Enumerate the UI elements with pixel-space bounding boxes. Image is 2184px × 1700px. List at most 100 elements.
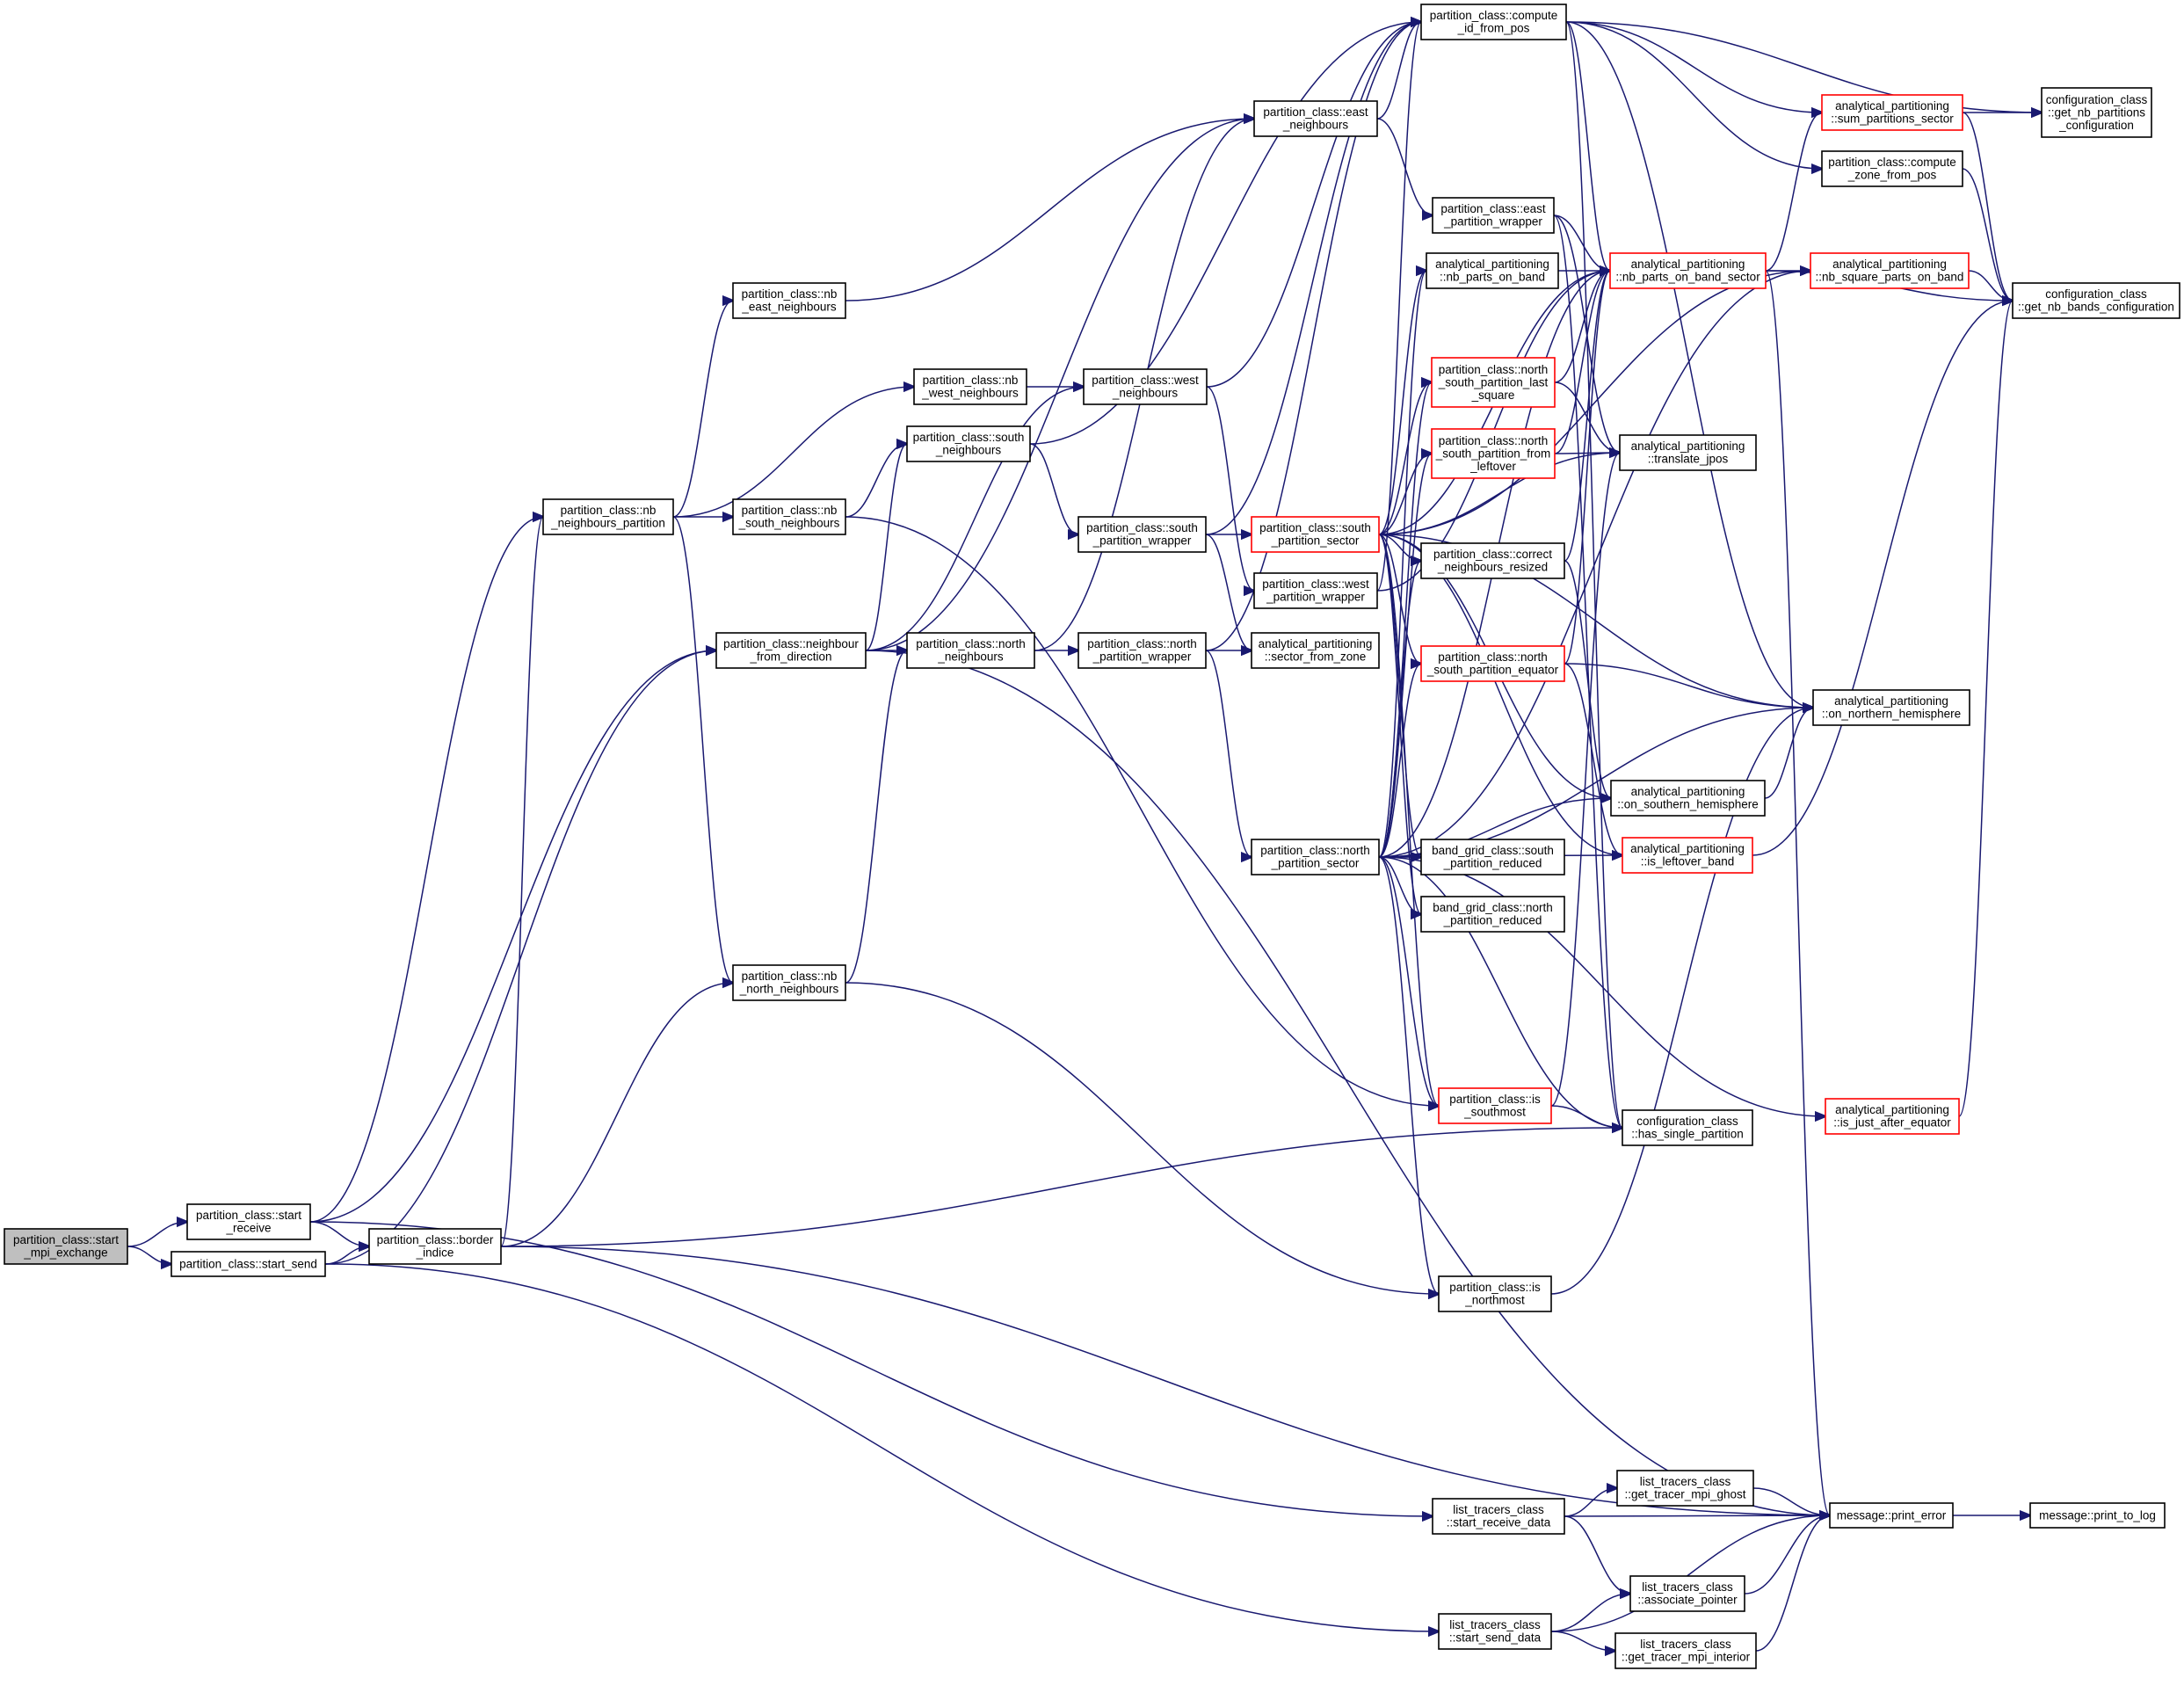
graph-node-sector-from-zone[interactable]: analytical_partitioning::sector_from_zon…	[1251, 632, 1380, 669]
node-label-line: band_grid_class::north	[1433, 901, 1553, 914]
graph-node-east-neighbours[interactable]: partition_class::east_neighbours	[1253, 100, 1378, 137]
call-edge	[127, 1246, 171, 1264]
call-edge	[1206, 22, 1421, 388]
call-edge	[1565, 21, 1622, 1128]
graph-node-start-send-data[interactable]: list_tracers_class::start_send_data	[1438, 1613, 1552, 1650]
call-edge	[500, 517, 543, 1247]
graph-node-north-partition-wrapper[interactable]: partition_class::north_partition_wrapper	[1077, 632, 1207, 669]
graph-node-nb-square-parts-on-band[interactable]: analytical_partitioning::nb_square_parts…	[1810, 252, 1970, 289]
edge-path	[1564, 1515, 1630, 1594]
graph-node-has-single-partition[interactable]: configuration_class::has_single_partitio…	[1622, 1109, 1753, 1146]
node-box	[1812, 689, 1970, 726]
graph-node-west-neighbours[interactable]: partition_class::west_neighbours	[1083, 368, 1208, 405]
node-label-line: ::translate_jpos	[1648, 453, 1729, 466]
call-edge	[309, 650, 716, 1223]
graph-node-south-partition-sector[interactable]: partition_class::south_partition_sector	[1251, 516, 1380, 553]
graph-node-ns-partition-equator[interactable]: partition_class::north_south_partition_e…	[1420, 645, 1565, 682]
graph-node-nb-parts-on-band-sector[interactable]: analytical_partitioning::nb_parts_on_ban…	[1609, 252, 1767, 289]
node-box	[1420, 839, 1565, 875]
graph-node-compute-id-from-pos[interactable]: partition_class::compute_id_from_pos	[1420, 4, 1567, 40]
graph-node-ns-partition-last-square[interactable]: partition_class::north_south_partition_l…	[1431, 357, 1556, 408]
node-box	[1610, 780, 1766, 817]
node-label-line: partition_class::north	[1439, 363, 1549, 376]
graph-node-border-indice[interactable]: partition_class::border_indice	[368, 1228, 502, 1265]
edge-path	[865, 387, 1084, 651]
graph-node-nb-neighbours-partition[interactable]: partition_class::nb_neighbours_partition	[542, 498, 674, 535]
call-edge	[1378, 271, 1810, 858]
graph-node-print-to-log[interactable]: message::print_to_log	[2029, 1502, 2166, 1529]
call-edge	[845, 982, 1439, 1294]
edge-path	[845, 982, 1439, 1294]
edge-path	[127, 1246, 171, 1264]
graph-node-nb-north-neighbours[interactable]: partition_class::nb_north_neighbours	[732, 964, 846, 1001]
edge-path	[324, 650, 716, 1265]
graph-node-start-receive-data[interactable]: list_tracers_class::start_receive_data	[1432, 1498, 1565, 1535]
graph-node-nb-parts-on-band[interactable]: analytical_partitioning::nb_parts_on_ban…	[1426, 252, 1559, 289]
node-label-line: partition_class::north	[1439, 434, 1549, 447]
node-label-line: ::nb_parts_on_band_sector	[1615, 271, 1760, 284]
graph-node-west-partition-wrapper[interactable]: partition_class::west_partition_wrapper	[1253, 572, 1378, 609]
graph-node-north-partition-sector[interactable]: partition_class::north_partition_sector	[1251, 839, 1380, 875]
graph-node-is-northmost[interactable]: partition_class::is_northmost	[1438, 1275, 1552, 1312]
edge-path	[309, 517, 543, 1223]
graph-node-south-partition-wrapper[interactable]: partition_class::south_partition_wrapper	[1077, 516, 1207, 553]
call-edge	[845, 516, 1439, 1106]
graph-node-is-leftover-band[interactable]: analytical_partitioning::is_leftover_ban…	[1622, 837, 1753, 874]
graph-node-get-tracer-mpi-ghost[interactable]: list_tracers_class::get_tracer_mpi_ghost	[1616, 1470, 1754, 1507]
call-edge	[1752, 301, 2013, 856]
call-edge	[500, 1246, 1830, 1515]
graph-node-on-southern-hemisphere[interactable]: analytical_partitioning::on_southern_hem…	[1610, 780, 1766, 817]
graph-node-is-southmost[interactable]: partition_class::is_southmost	[1438, 1087, 1552, 1124]
node-box	[1251, 516, 1380, 553]
graph-node-neighbour-from-direction[interactable]: partition_class::neighbour_from_directio…	[715, 632, 867, 669]
edge-path	[1553, 214, 1622, 1128]
node-label-line: _south_partition_equator	[1426, 664, 1559, 677]
node-label-line: ::nb_square_parts_on_band	[1816, 271, 1964, 284]
graph-node-start-send[interactable]: partition_class::start_send	[171, 1251, 326, 1277]
node-box	[1622, 837, 1753, 874]
edge-path	[1554, 271, 1610, 454]
graph-node-south-partition-reduced[interactable]: band_grid_class::south_partition_reduced	[1420, 839, 1565, 875]
graph-node-compute-zone-from-pos[interactable]: partition_class::compute_zone_from_pos	[1821, 150, 1963, 187]
node-label-line: _south_neighbours	[738, 517, 840, 530]
node-label-line: _square	[1471, 389, 1515, 402]
node-label-line: _partition_reduced	[1443, 857, 1542, 870]
graph-node-is-just-after-equator[interactable]: analytical_partitioning::is_just_after_e…	[1825, 1098, 1960, 1135]
node-box	[1251, 839, 1380, 875]
graph-node-sum-partitions-sector[interactable]: analytical_partitioning::sum_partitions_…	[1821, 94, 1963, 131]
node-label-line: ::associate_pointer	[1637, 1594, 1738, 1607]
graph-node-get-nb-bands-configuration[interactable]: configuration_class::get_nb_bands_config…	[2012, 282, 2180, 319]
graph-node-nb-east-neighbours[interactable]: partition_class::nb_east_neighbours	[732, 282, 846, 319]
graph-node-translate-jpos[interactable]: analytical_partitioning::translate_jpos	[1619, 434, 1757, 471]
node-label-line: analytical_partitioning	[1834, 694, 1948, 708]
graph-node-north-partition-reduced[interactable]: band_grid_class::north_partition_reduced	[1420, 896, 1565, 933]
graph-node-north-neighbours[interactable]: partition_class::north_neighbours	[906, 632, 1035, 669]
call-edge	[1564, 271, 1610, 562]
edge-path	[1564, 1488, 1617, 1517]
edge-path	[1564, 663, 1622, 855]
edge-path	[1564, 560, 1611, 798]
call-edge	[845, 444, 907, 518]
call-edge	[309, 1221, 1433, 1516]
graph-node-south-neighbours[interactable]: partition_class::south_neighbours	[906, 425, 1031, 462]
node-label-line: partition_class::start	[13, 1233, 119, 1246]
graph-node-on-northern-hemisphere[interactable]: analytical_partitioning::on_northern_hem…	[1812, 689, 1970, 726]
edge-path	[672, 516, 733, 983]
edge-path	[1550, 708, 1813, 1295]
graph-node-nb-south-neighbours[interactable]: partition_class::nb_south_neighbours	[732, 498, 846, 535]
graph-node-ns-partition-from-leftover[interactable]: partition_class::north_south_partition_f…	[1431, 428, 1556, 479]
graph-node-correct-neighbours-resized[interactable]: partition_class::correct_neighbours_resi…	[1420, 542, 1565, 579]
node-box	[542, 498, 674, 535]
node-label-line: message::print_to_log	[2039, 1508, 2156, 1522]
node-label-line: message::print_error	[1837, 1508, 1947, 1522]
graph-node-start-receive[interactable]: partition_class::start_receive	[186, 1203, 311, 1240]
call-edge	[1378, 664, 1421, 858]
graph-node-get-nb-partitions-configuration[interactable]: configuration_class::get_nb_partitions_c…	[2041, 87, 2152, 138]
graph-node-associate-pointer[interactable]: list_tracers_class::associate_pointer	[1629, 1575, 1745, 1612]
graph-node-east-partition-wrapper[interactable]: partition_class::east_partition_wrapper	[1432, 197, 1555, 234]
graph-node-get-tracer-mpi-interior[interactable]: list_tracers_class::get_tracer_mpi_inter…	[1614, 1632, 1757, 1669]
graph-node-print-error[interactable]: message::print_error	[1829, 1502, 1954, 1529]
node-box	[906, 425, 1031, 462]
graph-node-nb-west-neighbours[interactable]: partition_class::nb_west_neighbours	[913, 368, 1027, 405]
graph-node-start-mpi-exchange[interactable]: partition_class::start_mpi_exchange	[4, 1228, 128, 1265]
